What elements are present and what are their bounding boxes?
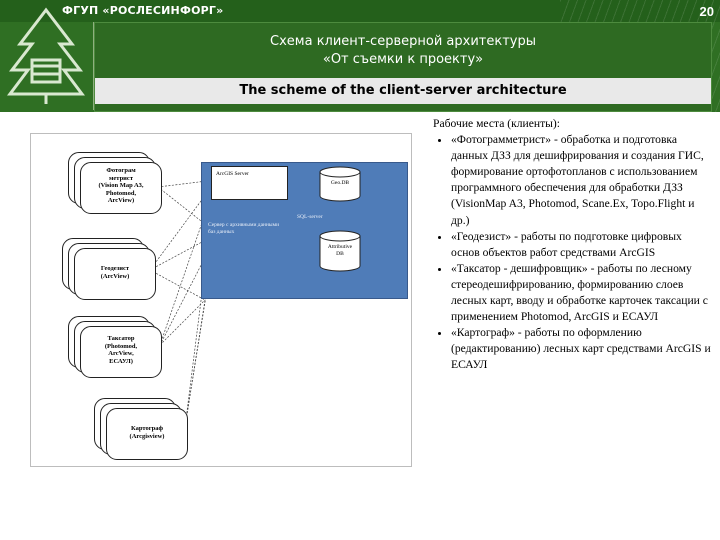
organization-name: ФГУП «РОСЛЕСИНФОРГ» xyxy=(62,4,224,17)
client-label-line: метрист xyxy=(108,174,134,182)
client-label-line: Фотограм xyxy=(106,167,136,174)
description-list: «Фотограмметрист» - обработка и подготов… xyxy=(433,132,713,373)
card-front: Таксатор (Photomod, ArcView, ЕСАУЛ) xyxy=(80,326,162,378)
title-russian-line2: «От съемки к проекту» xyxy=(322,52,484,67)
sql-server-label: SQL-server xyxy=(297,214,323,220)
card-front: Геодезист (ArcView) xyxy=(74,248,156,300)
description-heading: Рабочие места (клиенты): xyxy=(433,117,561,130)
server-note-line1: Сервер с архивными данными xyxy=(208,222,280,228)
client-label: Геодезист (ArcView) xyxy=(75,265,155,280)
client-label-line: (Photomod, xyxy=(104,342,138,350)
slide-number: 20 xyxy=(699,4,714,19)
client-label-line: (ArcView) xyxy=(100,272,130,280)
list-item: «Картограф» - работы по оформлению (реда… xyxy=(451,325,713,373)
title-english-bar: The scheme of the client-server architec… xyxy=(95,78,711,104)
client-label-line: (Arcgisview) xyxy=(129,432,165,440)
arcgis-server-box: ArcGIS Server xyxy=(211,166,288,200)
attribute-db-label: Attributive DB xyxy=(318,244,362,258)
client-label-line: ArcView) xyxy=(107,197,135,204)
attribute-db-label-line2: DB xyxy=(336,251,344,257)
card-front: Картограф (Arcgisview) xyxy=(106,408,188,460)
client-label-line: ЕСАУЛ) xyxy=(109,357,133,365)
client-label-line: Таксатор xyxy=(107,335,135,342)
server-note: Сервер с архивными данными баз данных xyxy=(208,222,288,236)
attribute-db-label-line1: Attributive xyxy=(327,244,353,250)
attribute-db-icon xyxy=(319,230,361,272)
client-label: Картограф (Arcgisview) xyxy=(107,425,187,440)
title-english: The scheme of the client-server architec… xyxy=(239,83,567,98)
list-item: «Геодезист» - работы по подготовке цифро… xyxy=(451,229,713,261)
title-box: Схема клиент-серверной архитектуры «От с… xyxy=(94,22,712,112)
title-russian-line1: Схема клиент-серверной архитектуры xyxy=(270,34,536,49)
header-band: ФГУП «РОСЛЕСИНФОРГ» 20 Схема клиент-серв… xyxy=(0,0,720,112)
client-label: Фотограм метрист (Vision Map A3, Photomo… xyxy=(81,167,161,205)
header-top-stripe xyxy=(0,0,720,22)
list-item: «Таксатор - дешифровщик» - работы по лес… xyxy=(451,261,713,325)
client-label-line: Photomod, xyxy=(105,189,137,197)
client-label-line: ArcView, xyxy=(108,350,134,357)
client-label-line: Геодезист xyxy=(100,265,130,272)
arcgis-server-label: ArcGIS Server xyxy=(216,171,249,177)
geodb-database-icon xyxy=(319,166,361,202)
list-item: «Фотограмметрист» - обработка и подготов… xyxy=(451,132,713,229)
client-label-line: (Vision Map A3, xyxy=(98,182,144,189)
client-label-line: Картограф xyxy=(130,425,164,432)
geodb-label: Geo.DB xyxy=(330,180,350,186)
card-front: Фотограм метрист (Vision Map A3, Photomo… xyxy=(80,162,162,214)
title-russian: Схема клиент-серверной архитектуры «От с… xyxy=(95,33,711,69)
forest-logo-icon xyxy=(7,7,85,104)
description-panel: Рабочие места (клиенты): «Фотограмметрис… xyxy=(433,116,713,374)
server-note-line2: баз данных xyxy=(208,229,235,235)
client-label: Таксатор (Photomod, ArcView, ЕСАУЛ) xyxy=(81,335,161,365)
